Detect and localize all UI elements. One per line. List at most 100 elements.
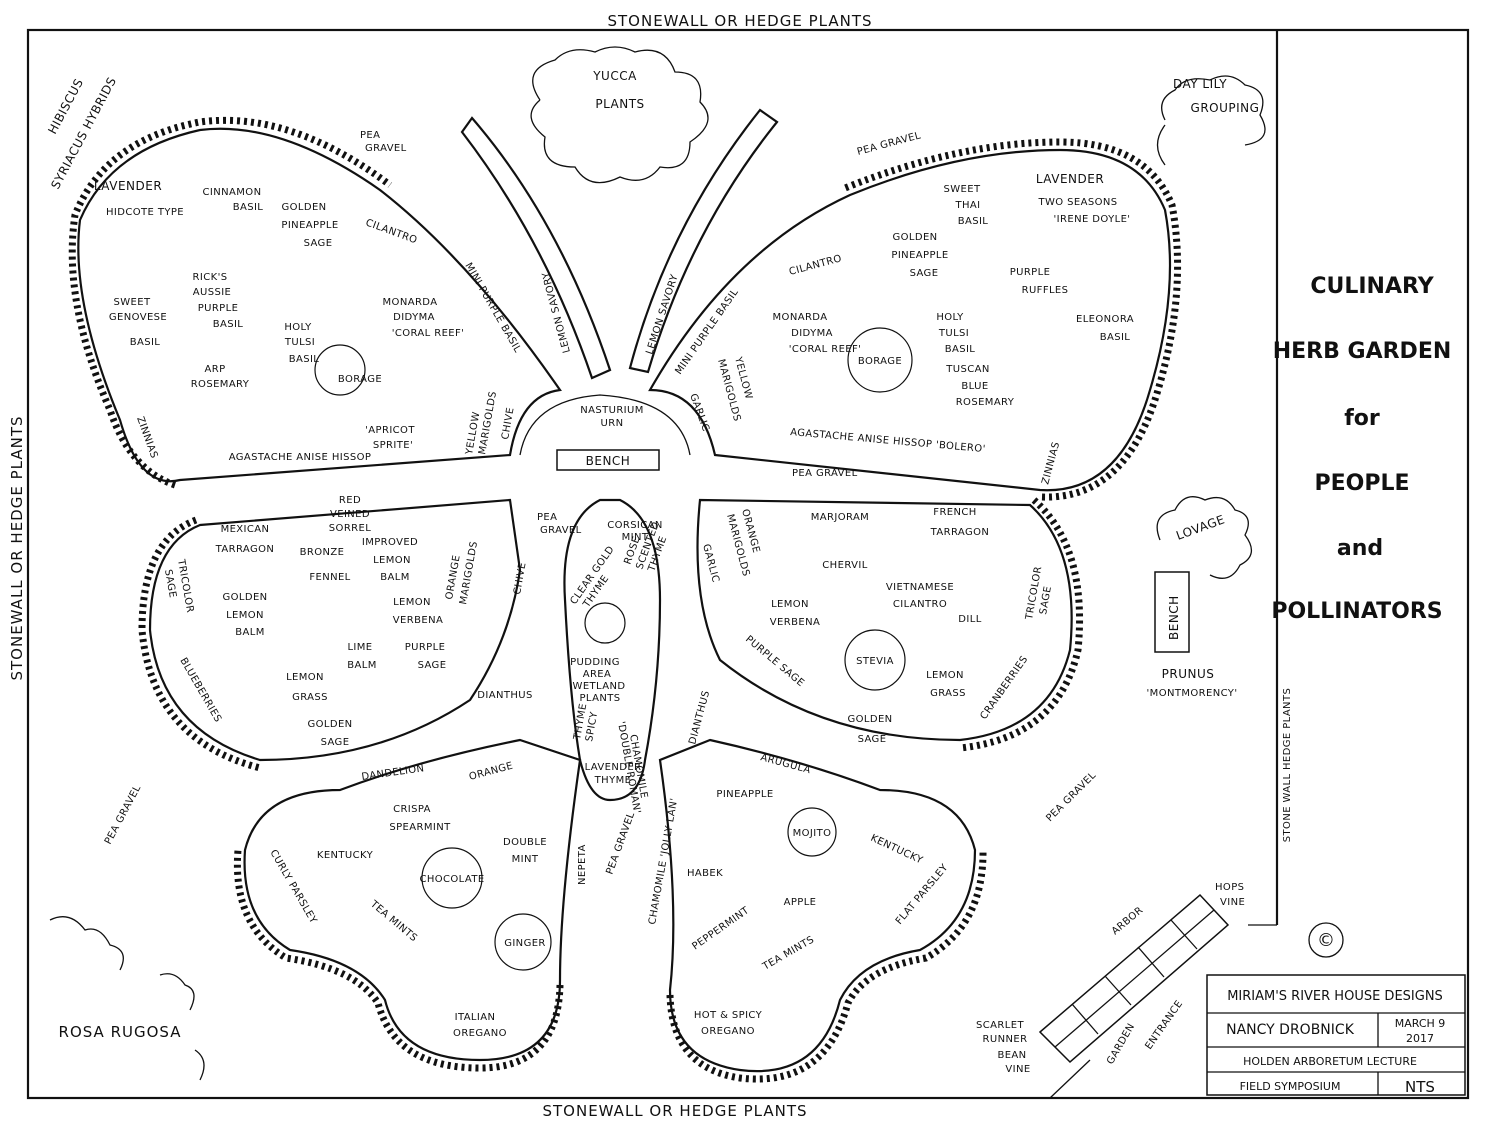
- svg-text:THAI: THAI: [954, 200, 980, 211]
- svg-text:ARP: ARP: [204, 364, 225, 375]
- svg-text:GOLDEN: GOLDEN: [847, 714, 892, 725]
- svg-text:SPICY: SPICY: [584, 710, 600, 742]
- svg-text:WETLAND: WETLAND: [573, 681, 626, 692]
- svg-text:BALM: BALM: [235, 627, 265, 638]
- middle-right-wing-stone: [959, 497, 1084, 752]
- svg-text:SWEET: SWEET: [114, 297, 151, 308]
- gravel-top-right: PEA GRAVEL: [856, 130, 922, 158]
- svg-text:THYME: THYME: [594, 775, 632, 786]
- svg-text:LEMON: LEMON: [926, 670, 964, 681]
- svg-text:ENTRANCE: ENTRANCE: [1143, 998, 1185, 1051]
- gravel-bottom-left: PEA GRAVEL: [103, 783, 144, 846]
- svg-text:CURLY PARSLEY: CURLY PARSLEY: [267, 848, 319, 926]
- svg-text:BASIL: BASIL: [233, 202, 264, 213]
- svg-text:MONARDA: MONARDA: [383, 297, 438, 308]
- svg-text:NTS: NTS: [1405, 1078, 1435, 1096]
- svg-text:SCARLET: SCARLET: [976, 1020, 1024, 1031]
- gravel-bottom-center: PEA GRAVEL: [604, 811, 637, 876]
- yucca-label-2: PLANTS: [595, 97, 644, 111]
- title-block: MIRIAM'S RIVER HOUSE DESIGNS NANCY DROBN…: [1206, 974, 1466, 1096]
- svg-text:CHERVIL: CHERVIL: [822, 560, 867, 571]
- upper-right-plant-labels: LAVENDER TWO SEASONS 'IRENE DOYLE' SWEET…: [673, 172, 1133, 486]
- svg-text:SAGE: SAGE: [858, 734, 887, 745]
- rosa-rugosa-shrubs: [49, 916, 205, 1081]
- svg-text:GOLDEN: GOLDEN: [307, 719, 352, 730]
- svg-text:OREGANO: OREGANO: [701, 1026, 755, 1037]
- svg-text:CORSICAN: CORSICAN: [607, 520, 663, 531]
- upper-right-wing-bed: [648, 148, 1172, 492]
- gravel-top-left: PEA: [360, 130, 380, 141]
- svg-text:PINEAPPLE: PINEAPPLE: [716, 789, 773, 800]
- svg-text:PURPLE: PURPLE: [198, 303, 239, 314]
- svg-text:GOLDEN: GOLDEN: [892, 232, 937, 243]
- daylily-label-2: GROUPING: [1191, 101, 1260, 115]
- middle-left-plant-labels: MEXICAN TARRAGON RED VEINED SORREL TRICO…: [162, 495, 532, 748]
- svg-text:MINT: MINT: [512, 854, 539, 865]
- scarlet-runner-label: SCARLET RUNNER BEAN VINE: [976, 1020, 1030, 1075]
- yucca-plants-cloud: [530, 46, 709, 184]
- middle-left-wing-bed: [148, 498, 522, 762]
- right-antenna-label: LEMON SAVORY: [644, 273, 680, 356]
- svg-text:SAGE: SAGE: [910, 268, 939, 279]
- svg-text:OREGANO: OREGANO: [453, 1028, 507, 1039]
- svg-text:ORANGE: ORANGE: [468, 761, 515, 783]
- svg-text:and: and: [1337, 536, 1383, 561]
- svg-text:SAGE: SAGE: [304, 238, 333, 249]
- svg-text:GINGER: GINGER: [504, 938, 546, 949]
- hops-vine-label-2: VINE: [1220, 897, 1245, 908]
- svg-text:ZINNIAS: ZINNIAS: [134, 415, 159, 460]
- svg-text:MOJITO: MOJITO: [793, 828, 832, 839]
- svg-text:LAVENDER: LAVENDER: [1036, 172, 1104, 186]
- svg-text:PEOPLE: PEOPLE: [1314, 471, 1409, 496]
- arbor-label: ARBOR: [1110, 905, 1146, 937]
- svg-text:AGASTACHE ANISE HISSOP 'BOLERO: AGASTACHE ANISE HISSOP 'BOLERO': [790, 427, 986, 455]
- daylily-cloud: [1156, 75, 1266, 166]
- svg-text:ARUGULA: ARUGULA: [759, 752, 812, 776]
- yucca-label: YUCCA: [592, 69, 637, 83]
- svg-text:'APRICOT: 'APRICOT: [365, 425, 415, 436]
- borage-bush-left: [314, 344, 366, 396]
- prunus-label-2: 'MONTMORENCY': [1147, 688, 1238, 699]
- svg-text:RED: RED: [339, 495, 361, 506]
- svg-text:FRENCH: FRENCH: [933, 507, 976, 518]
- svg-text:BORAGE: BORAGE: [858, 356, 902, 367]
- svg-text:SPRITE': SPRITE': [373, 440, 413, 451]
- rocks: [584, 602, 626, 644]
- svg-text:STEVIA: STEVIA: [856, 656, 894, 667]
- lower-right-wing-stone: [666, 849, 987, 1083]
- svg-text:HOLDEN ARBORETUM LECTURE: HOLDEN ARBORETUM LECTURE: [1243, 1055, 1417, 1068]
- svg-text:FIELD SYMPOSIUM: FIELD SYMPOSIUM: [1240, 1080, 1341, 1093]
- svg-text:MEXICAN: MEXICAN: [221, 524, 270, 535]
- svg-text:BALM: BALM: [347, 660, 377, 671]
- upper-right-wing-stone: [843, 138, 1182, 501]
- bench-right: [1154, 571, 1190, 653]
- border-label-top: STONEWALL OR HEDGE PLANTS: [607, 12, 872, 30]
- urn-label: NASTURIUM: [580, 405, 644, 416]
- svg-text:DOUBLE: DOUBLE: [503, 837, 547, 848]
- svg-text:TEA MINTS: TEA MINTS: [760, 934, 816, 973]
- svg-text:MIRIAM'S RIVER HOUSE DESIGNS: MIRIAM'S RIVER HOUSE DESIGNS: [1227, 989, 1443, 1004]
- gravel-center: PEA GRAVEL: [792, 468, 858, 479]
- prunus-label: PRUNUS: [1162, 667, 1215, 681]
- svg-text:GARLIC: GARLIC: [700, 543, 721, 584]
- svg-text:LEMON: LEMON: [771, 599, 809, 610]
- lovage-cloud: [1156, 496, 1252, 579]
- svg-text:MARJORAM: MARJORAM: [811, 512, 869, 523]
- svg-text:DIDYMA: DIDYMA: [393, 312, 435, 323]
- svg-text:CHAMOMILE 'JOLLY LAN': CHAMOMILE 'JOLLY LAN': [647, 797, 680, 925]
- svg-text:PURPLE: PURPLE: [1010, 267, 1051, 278]
- svg-text:BORAGE: BORAGE: [338, 374, 382, 385]
- stevia-bush: [844, 629, 906, 691]
- daylily-label: DAY LILY: [1173, 77, 1227, 91]
- middle-right-plant-labels: GARLIC ORANGE MARIGOLDS MARJORAM FRENCH …: [687, 507, 1054, 746]
- left-antenna-label: LEMON SAVORY: [541, 270, 573, 354]
- svg-text:MARIGOLDS: MARIGOLDS: [458, 540, 480, 605]
- svg-text:AREA: AREA: [583, 669, 612, 680]
- svg-text:BASIL: BASIL: [945, 344, 976, 355]
- urn-label-2: URN: [601, 418, 624, 429]
- svg-text:BRONZE: BRONZE: [300, 547, 345, 558]
- svg-text:VEINED: VEINED: [330, 509, 370, 520]
- svg-text:for: for: [1344, 406, 1380, 431]
- svg-text:CILANTRO: CILANTRO: [893, 599, 947, 610]
